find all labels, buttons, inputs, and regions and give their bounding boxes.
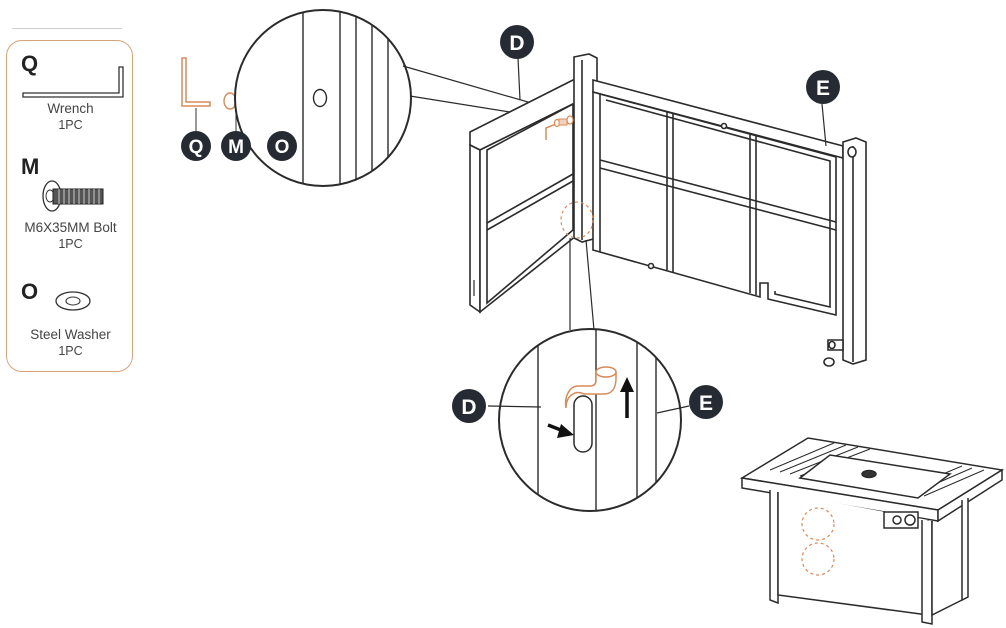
fire-table-overview — [739, 437, 1005, 625]
part-qty-washer: 1PC — [58, 344, 83, 358]
part-letter-q: Q — [21, 51, 39, 76]
callout-e-badge: E — [806, 70, 840, 104]
part-qty-wrench: 1PC — [58, 118, 83, 132]
right-post — [823, 137, 867, 367]
part-qty-bolt: 1PC — [58, 237, 83, 251]
zoom-circle-top — [234, 9, 412, 187]
wrench-detail-icon — [181, 57, 211, 107]
arrow-up-icon — [620, 377, 634, 418]
callout-q-badge: Q — [181, 131, 211, 161]
joint-hardware — [545, 115, 574, 140]
arrow-right-icon — [547, 423, 574, 438]
zoom-callout-d-badge: D — [452, 389, 486, 423]
parts-list-panel: Q Wrench 1PC M M6X35MM Bolt 1PC O Steel … — [6, 40, 133, 372]
svg-text:Q: Q — [189, 137, 204, 158]
svg-text:D: D — [509, 32, 524, 55]
leader-line — [585, 239, 595, 331]
wrench-icon — [22, 66, 124, 98]
table-highlight-circles — [801, 507, 835, 576]
joint-highlight-circle — [560, 201, 594, 239]
callout-o-badge: O — [267, 131, 297, 161]
svg-text:D: D — [461, 396, 476, 419]
part-name-bolt: M6X35MM Bolt — [24, 220, 117, 235]
svg-text:E: E — [699, 392, 713, 415]
washer-icon — [55, 291, 91, 311]
slot — [573, 395, 593, 453]
part-letter-o: O — [21, 279, 39, 304]
part-letter-m: M — [21, 154, 40, 179]
bolt-hole — [312, 88, 328, 108]
zoom-circle-bottom — [487, 328, 690, 512]
svg-text:M: M — [228, 137, 244, 158]
svg-text:E: E — [816, 77, 830, 100]
part-name-washer: Steel Washer — [30, 327, 111, 342]
zoom-callout-e-badge: E — [689, 385, 723, 419]
part-name-wrench: Wrench — [47, 101, 94, 116]
bolt-icon — [42, 180, 104, 212]
callout-m-badge: M — [221, 131, 251, 161]
panel-d — [469, 79, 582, 314]
svg-text:O: O — [275, 137, 290, 158]
panel-e — [592, 78, 844, 317]
top-divider — [12, 28, 122, 29]
callout-d-badge: D — [500, 25, 534, 59]
